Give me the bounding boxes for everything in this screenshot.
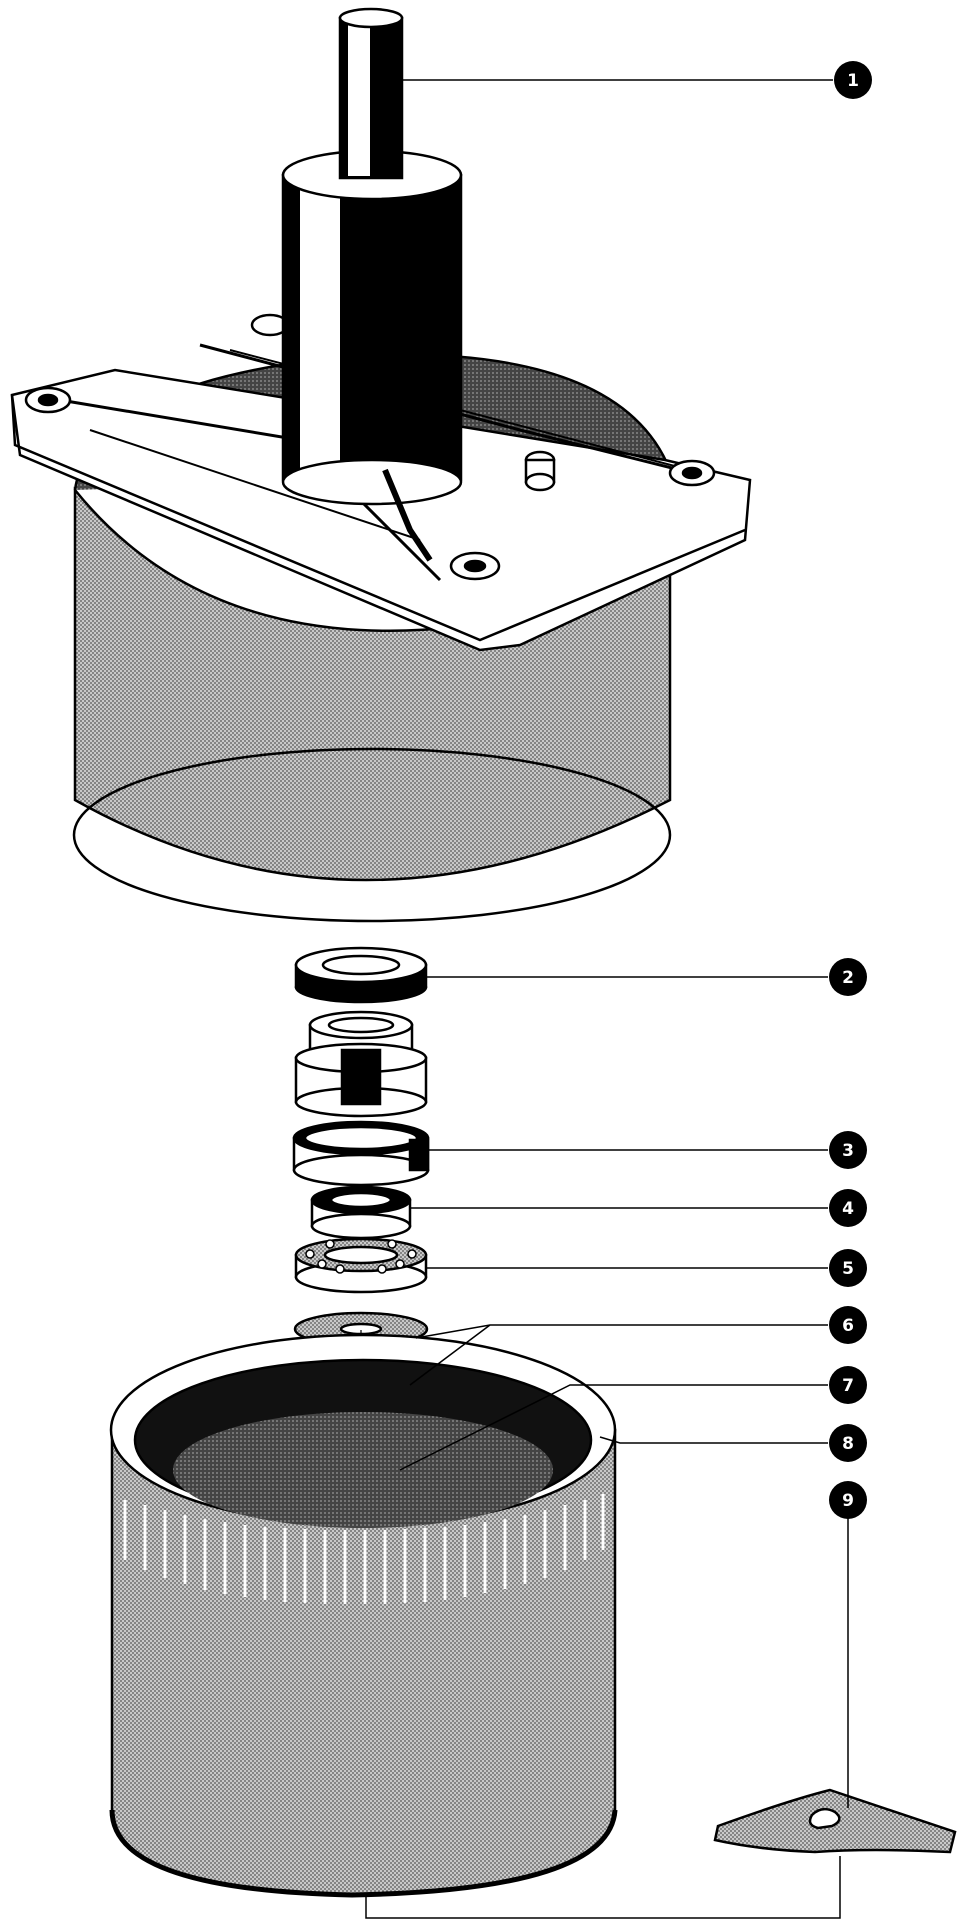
callout-3-label: 3	[842, 1141, 854, 1161]
stator-drum-bottom-edge	[72, 747, 672, 923]
callout-8: 8	[829, 1424, 867, 1462]
callout-7: 7	[829, 1366, 867, 1404]
callout-8-label: 8	[842, 1434, 854, 1454]
hub-bottom-ellipse	[281, 458, 463, 506]
rotor-cup	[109, 1333, 618, 1898]
leader-line-6	[409, 1324, 828, 1386]
leader-line-7	[399, 1384, 828, 1471]
callout-6: 6	[829, 1306, 867, 1344]
leader-lines	[399, 79, 849, 1808]
motor-assembly	[10, 7, 752, 923]
callout-2: 2	[829, 958, 867, 996]
callout-9: 9	[829, 1481, 867, 1519]
part-2-washer	[294, 946, 428, 1004]
callout-3: 3	[829, 1131, 867, 1169]
callout-7-label: 7	[842, 1376, 854, 1396]
callout-1: 1	[834, 61, 872, 99]
bottom-bracket-line	[365, 1856, 841, 1919]
callout-6-label: 6	[842, 1316, 854, 1336]
hub-spring-clip	[382, 468, 433, 562]
callout-4-label: 4	[842, 1199, 854, 1219]
part-9-brush-clip	[713, 1788, 957, 1854]
callout-4: 4	[829, 1189, 867, 1227]
leader-line-8	[599, 1436, 828, 1444]
callout-5-label: 5	[842, 1259, 854, 1279]
callout-9-label: 9	[842, 1491, 854, 1511]
callout-5: 5	[829, 1249, 867, 1287]
mounting-plate-edge	[10, 394, 746, 642]
callout-1-label: 1	[847, 71, 859, 91]
upper-bushing	[294, 1010, 428, 1118]
callout-badges: 1 2 3 4 5 6 7 8	[829, 61, 872, 1519]
part-4-bearing-race	[310, 1185, 412, 1240]
rotor-slot-band	[123, 1494, 605, 1604]
part-5-ball-cage	[294, 1237, 428, 1294]
callout-2-label: 2	[842, 968, 854, 988]
part-3-ring	[292, 1120, 430, 1187]
rotor-cup-bottom-edge	[109, 1809, 618, 1898]
motor-shaft-tip	[338, 7, 404, 29]
